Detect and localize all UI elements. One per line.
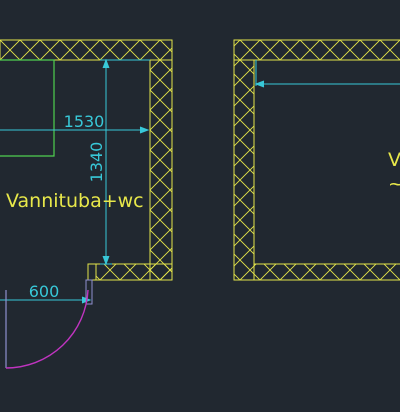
right-room-wall[interactable] <box>233 39 400 281</box>
dimension-height-line[interactable] <box>100 58 150 266</box>
dimension-height-text: 1340 <box>87 142 106 183</box>
room-label: Vannituba+wc <box>6 190 144 212</box>
dimension-width-line[interactable] <box>0 126 150 134</box>
right-room-dimension-line[interactable] <box>254 60 400 88</box>
left-room-wall[interactable] <box>0 39 173 281</box>
right-room-label-tilde: ~ <box>388 173 400 195</box>
door-symbol[interactable] <box>5 279 93 369</box>
dimension-width-text: 1530 <box>64 112 105 131</box>
right-room-label-char: V <box>388 149 400 171</box>
dimension-door-text: 600 <box>29 282 60 301</box>
fixture-outline[interactable] <box>0 59 55 157</box>
